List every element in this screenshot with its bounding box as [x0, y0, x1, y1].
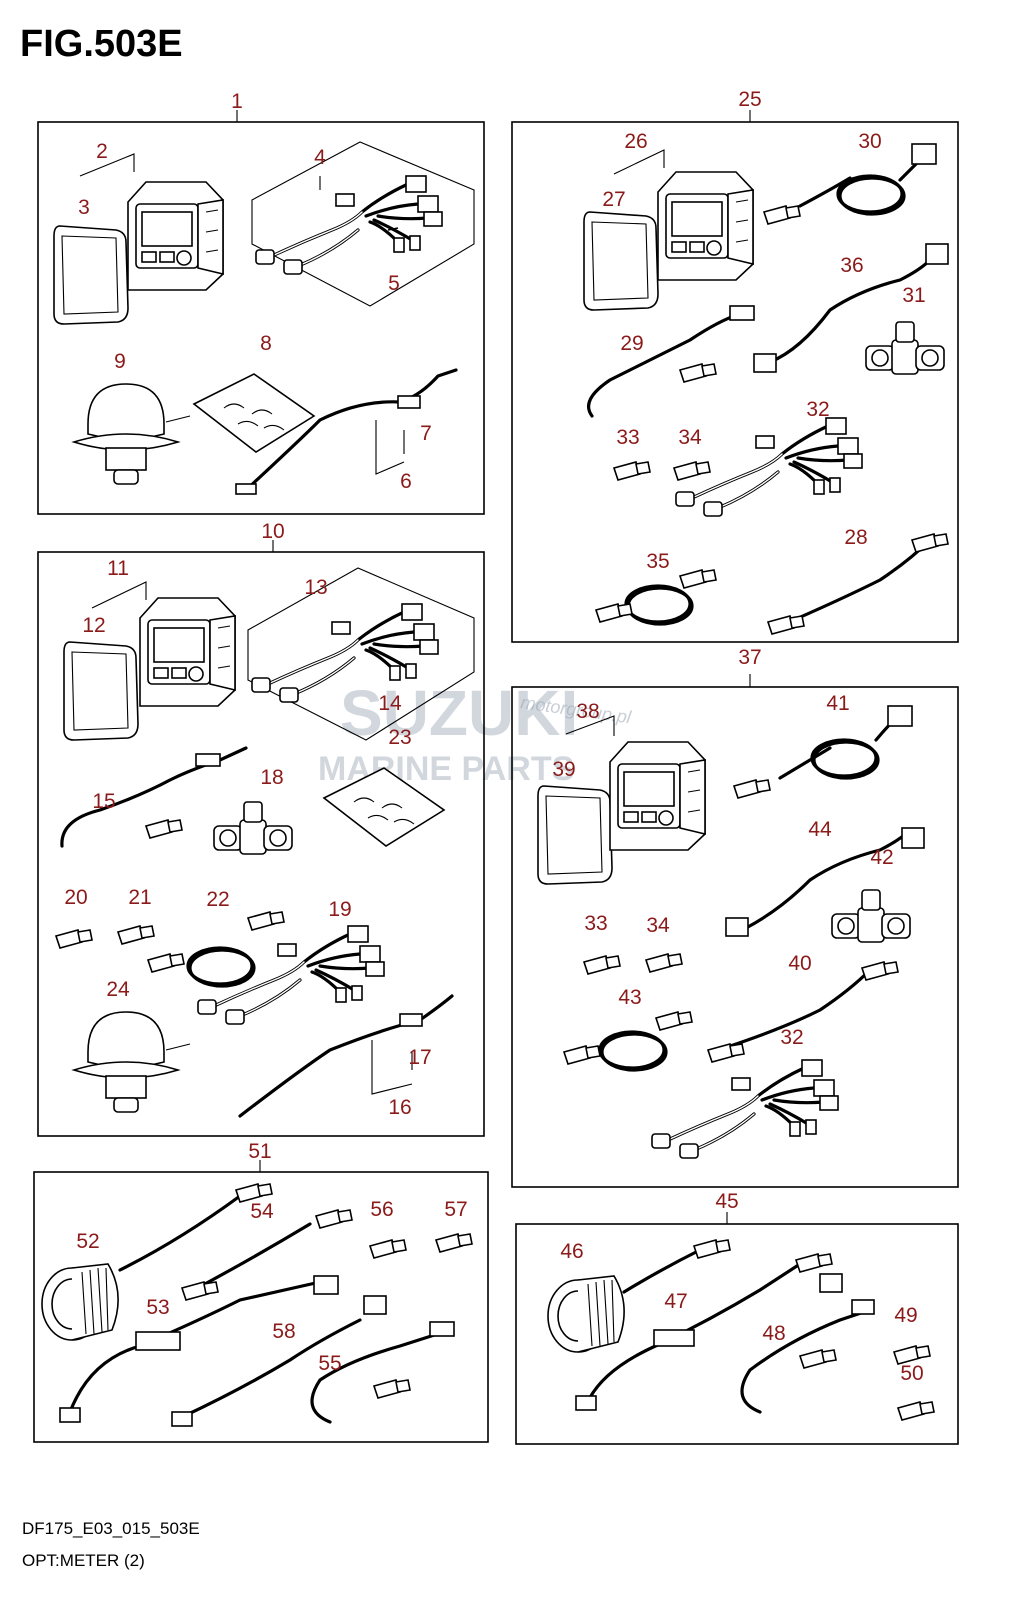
group-1-callouts: 1 2 3 4 5 6 7 8 9 [78, 90, 432, 493]
callout-58: 58 [272, 1320, 295, 1343]
callout-12: 12 [82, 614, 105, 637]
group-51-box [33, 1160, 489, 1443]
callout-6: 6 [400, 470, 412, 493]
callout-41: 41 [826, 692, 849, 715]
callout-2: 2 [96, 140, 108, 163]
callout-38: 38 [576, 700, 599, 723]
callout-31: 31 [902, 284, 925, 307]
group-45-callouts: 45 46 47 48 49 50 [560, 1190, 923, 1385]
callout-24: 24 [106, 978, 130, 1001]
callout-33a: 33 [616, 426, 639, 449]
callout-36: 36 [840, 254, 863, 277]
callout-11: 11 [107, 557, 129, 580]
callout-16: 16 [388, 1096, 411, 1119]
callout-22: 22 [206, 888, 229, 911]
callout-1: 1 [231, 90, 243, 113]
footer-name: OPT:METER (2) [22, 1551, 145, 1570]
callout-45: 45 [715, 1190, 738, 1213]
callout-4: 4 [314, 146, 326, 169]
callout-49: 49 [894, 1304, 917, 1327]
callout-9: 9 [114, 350, 126, 373]
callout-39: 39 [552, 758, 575, 781]
callout-44: 44 [808, 818, 832, 841]
callout-34a: 34 [678, 426, 702, 449]
callout-21: 21 [128, 886, 151, 909]
callout-20: 20 [64, 886, 87, 909]
callout-43: 43 [618, 986, 641, 1009]
callout-30: 30 [858, 130, 881, 153]
callout-13: 13 [304, 576, 327, 599]
watermark: SUZUKI MARINE PARTS motorgroup.pl [318, 677, 633, 788]
callout-14: 14 [378, 692, 402, 715]
group-10-box [37, 540, 485, 1137]
group-51-callouts: 51 52 53 54 55 56 57 58 [76, 1140, 467, 1375]
callout-3: 3 [78, 196, 90, 219]
callout-51: 51 [248, 1140, 271, 1163]
group-10-callouts: 10 11 12 13 14 15 16 17 18 19 20 21 22 2… [64, 520, 431, 1119]
callout-5: 5 [388, 272, 400, 295]
callout-18: 18 [260, 766, 283, 789]
figure-title: FIG.503E [20, 23, 183, 65]
group-25-callouts: 25 26 27 28 29 30 31 32 33 34 35 36 [602, 88, 925, 573]
callout-57: 57 [444, 1198, 467, 1221]
callout-23: 23 [388, 726, 411, 749]
callout-54: 54 [250, 1200, 274, 1223]
callout-32a: 32 [806, 398, 829, 421]
callout-47: 47 [664, 1290, 687, 1313]
group-45-box [515, 1212, 959, 1445]
callout-17: 17 [408, 1046, 431, 1069]
callout-27: 27 [602, 188, 625, 211]
callout-37: 37 [738, 646, 761, 669]
callout-15: 15 [92, 790, 115, 813]
callout-32b: 32 [780, 1026, 803, 1049]
callout-56: 56 [370, 1198, 393, 1221]
group-1-box [37, 110, 485, 515]
callout-52: 52 [76, 1230, 99, 1253]
callout-33b: 33 [584, 912, 607, 935]
callout-46: 46 [560, 1240, 583, 1263]
callout-8: 8 [260, 332, 272, 355]
callout-40: 40 [788, 952, 811, 975]
callout-48: 48 [762, 1322, 785, 1345]
callout-50: 50 [900, 1362, 923, 1385]
footer-code: DF175_E03_015_503E [22, 1519, 200, 1538]
callout-34b: 34 [646, 914, 670, 937]
group-37-callouts: 37 38 39 40 41 42 43 44 32 33 34 [552, 646, 893, 1049]
callout-10: 10 [261, 520, 284, 543]
group-37-box [511, 674, 959, 1188]
callout-35: 35 [646, 550, 669, 573]
callout-19: 19 [328, 898, 351, 921]
callout-26: 26 [624, 130, 647, 153]
group-25-box [511, 110, 959, 643]
callout-25: 25 [738, 88, 761, 111]
callout-29: 29 [620, 332, 643, 355]
callout-55: 55 [318, 1352, 341, 1375]
callout-42: 42 [870, 846, 893, 869]
callout-53: 53 [146, 1296, 169, 1319]
watermark-brand: SUZUKI [340, 677, 578, 749]
callout-7: 7 [420, 422, 432, 445]
callout-28: 28 [844, 526, 867, 549]
